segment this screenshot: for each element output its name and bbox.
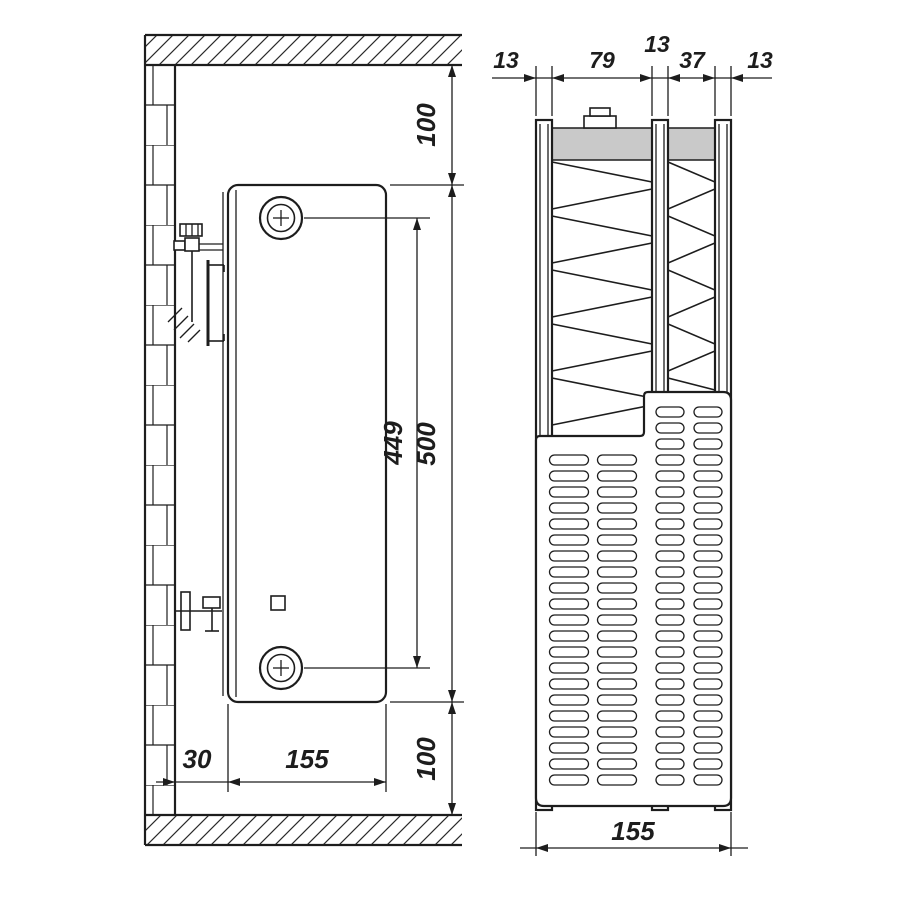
drain-square [270,595,286,611]
dim-label-panel-3: 13 [747,47,773,73]
cross-section-view: 13 79 13 37 13 155 [492,31,773,856]
air-vent-cap [583,107,617,129]
dim-label-depth: 155 [285,744,329,774]
connection-port-top [258,195,304,241]
convector-fins-gap1 [551,161,653,432]
dim-label-total-width: 155 [611,816,655,846]
dim-label-wall-offset: 30 [183,744,212,774]
radiator-body [226,183,388,704]
mounting-bracket-top [167,251,225,346]
grille-slots-col-c [654,404,686,788]
dim-label-total-height: 500 [411,422,441,466]
thermostatic-valve [173,223,223,252]
floor-hatch [145,813,462,847]
dimension-vertical-chain: 100 500 100 [390,65,464,815]
grille-slots-col-a [548,452,590,788]
radiator-side-view [222,183,388,704]
mounting-bracket-bottom [175,591,222,632]
top-header [536,127,731,161]
dimension-total-width: 155 [520,812,748,856]
dim-label-panel-2: 13 [644,31,670,57]
dimension-top-widths: 13 79 13 37 13 [492,31,773,116]
front-grille [534,390,733,808]
dim-label-bottom-clearance: 100 [411,737,441,781]
connection-port-bottom [258,645,304,691]
grille-slots-col-b [596,452,638,788]
brick-wall [143,35,177,845]
dimension-connection-spacing: 449 [304,217,430,669]
convector-fins-gap2 [667,161,716,391]
ceiling-hatch [145,33,462,67]
dimension-bottom-horizontal: 30 155 [156,704,387,792]
dim-label-gap-2: 37 [679,47,706,73]
dim-label-connection-spacing: 449 [378,421,408,466]
grille-slots-col-d [692,404,724,788]
dim-label-panel-1: 13 [493,47,519,73]
dim-label-gap-1: 79 [589,47,615,73]
dim-label-top-clearance: 100 [411,103,441,147]
